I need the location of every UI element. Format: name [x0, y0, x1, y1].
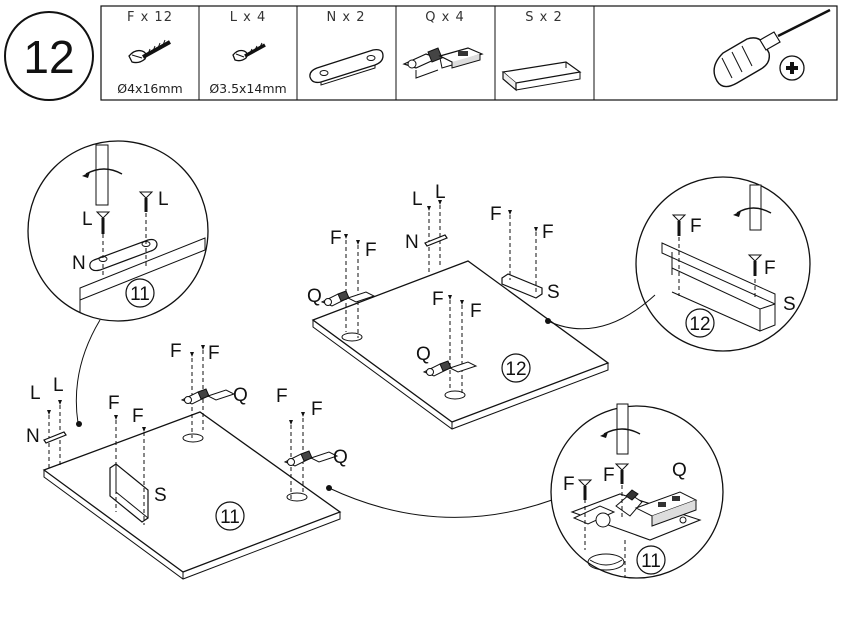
detail-left-number: 11 [130, 284, 150, 305]
screw-icon [128, 39, 171, 64]
detail-bottom-number: 11 [641, 551, 661, 572]
detail-left: L L N 11 [27, 140, 209, 322]
panel-11-hinge [283, 450, 339, 467]
panel-12-hinge [422, 360, 478, 377]
label-f: F [490, 204, 502, 225]
part-f-size: Ø4x16mm [117, 81, 182, 96]
label-q: Q [672, 460, 687, 481]
part-f-qty: F x 12 [127, 10, 173, 25]
label-n: N [405, 232, 419, 253]
panel-11-board: 11 [42, 411, 342, 580]
label-l: L [158, 189, 169, 210]
detail-right-number: 12 [689, 314, 710, 335]
screw-icon [232, 42, 266, 62]
label-l: L [53, 375, 64, 396]
part-q-qty: Q x 4 [425, 10, 464, 25]
label-f: F [690, 216, 702, 237]
detail-bottom: F F Q 11 [550, 403, 724, 579]
panel-12-labels: L L N F F F F F F Q Q S [307, 182, 560, 365]
phillips-screwdriver-icon [713, 8, 831, 88]
label-l: L [82, 209, 93, 230]
label-f: F [170, 341, 182, 362]
label-f: F [132, 406, 144, 427]
label-f: F [365, 240, 377, 261]
label-f: F [603, 465, 615, 486]
panel-12-hinge [320, 290, 376, 307]
label-l: L [435, 182, 446, 203]
label-q: Q [233, 385, 248, 406]
panel-12-number: 12 [505, 359, 526, 380]
panel-12-screw-guides [344, 200, 538, 395]
bracket-icon [501, 61, 582, 92]
label-f: F [764, 258, 776, 279]
detail-right: F F S 12 [635, 176, 811, 352]
label-f: F [432, 289, 444, 310]
hinge-icon [402, 47, 484, 79]
label-q: Q [416, 344, 431, 365]
step-badge: 12 [4, 11, 94, 101]
parts-table: F x 12 Ø4x16mm L x 4 Ø3.5x14mm N x 2 Q x… [100, 5, 838, 101]
label-f: F [311, 399, 323, 420]
part-l-size: Ø3.5x14mm [209, 81, 286, 96]
label-q: Q [333, 447, 348, 468]
part-s-qty: S x 2 [525, 10, 562, 25]
label-n: N [72, 253, 86, 274]
label-f: F [330, 228, 342, 249]
part-l-qty: L x 4 [230, 10, 266, 25]
label-q: Q [307, 286, 322, 307]
label-f: F [563, 474, 575, 495]
label-s: S [547, 282, 560, 303]
label-f: F [208, 343, 220, 364]
panel-11-labels: L L N F F F F F F Q Q S [26, 341, 348, 506]
part-n-qty: N x 2 [327, 10, 366, 25]
connector-plate-icon [309, 48, 384, 86]
panel-11-hinge [180, 388, 236, 405]
label-f: F [108, 393, 120, 414]
label-l: L [412, 189, 423, 210]
label-f: F [470, 301, 482, 322]
label-n: N [26, 426, 40, 447]
label-s: S [154, 485, 167, 506]
panel-11-number: 11 [220, 507, 240, 528]
label-l: L [30, 383, 41, 404]
panel-12-board: 12 [311, 260, 610, 430]
label-s: S [783, 294, 796, 315]
label-f: F [276, 386, 288, 407]
step-number: 12 [23, 31, 74, 83]
label-f: F [542, 222, 554, 243]
